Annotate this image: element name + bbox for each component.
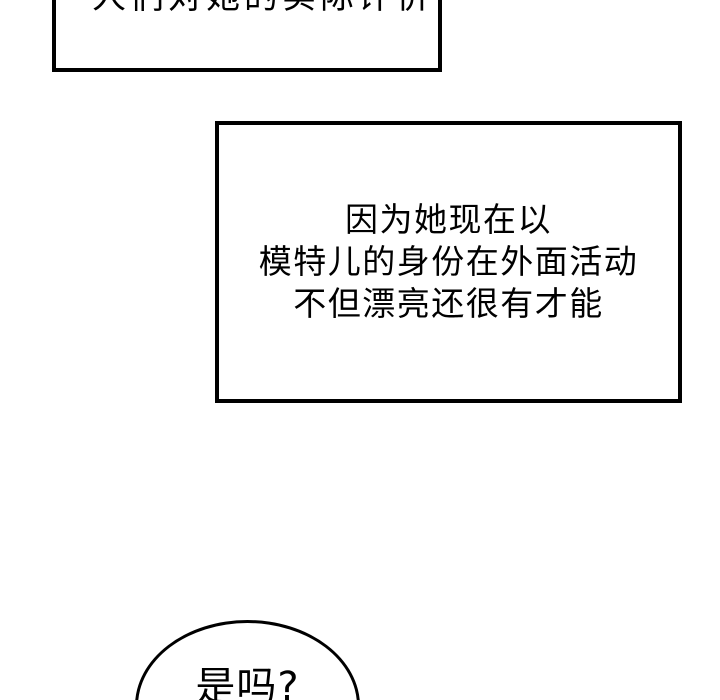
- speech-bubble-ellipse: 是吗?: [135, 620, 360, 700]
- speech-text-top: 人们对她的实际评价: [92, 0, 434, 14]
- speech-box-middle: 因为她现在以 模特儿的身份在外面活动 不但漂亮还很有才能: [215, 121, 682, 403]
- speech-text-middle-line-1: 因为她现在以: [345, 200, 552, 239]
- speech-text-middle-line-2: 模特儿的身份在外面活动: [258, 242, 639, 281]
- speech-text-middle: 因为她现在以 模特儿的身份在外面活动 不但漂亮还很有才能: [259, 199, 639, 325]
- speech-text-bottom: 是吗?: [195, 664, 300, 700]
- speech-text-middle-line-3: 不但漂亮还很有才能: [293, 284, 604, 323]
- speech-box-top: 人们对她的实际评价: [52, 0, 442, 72]
